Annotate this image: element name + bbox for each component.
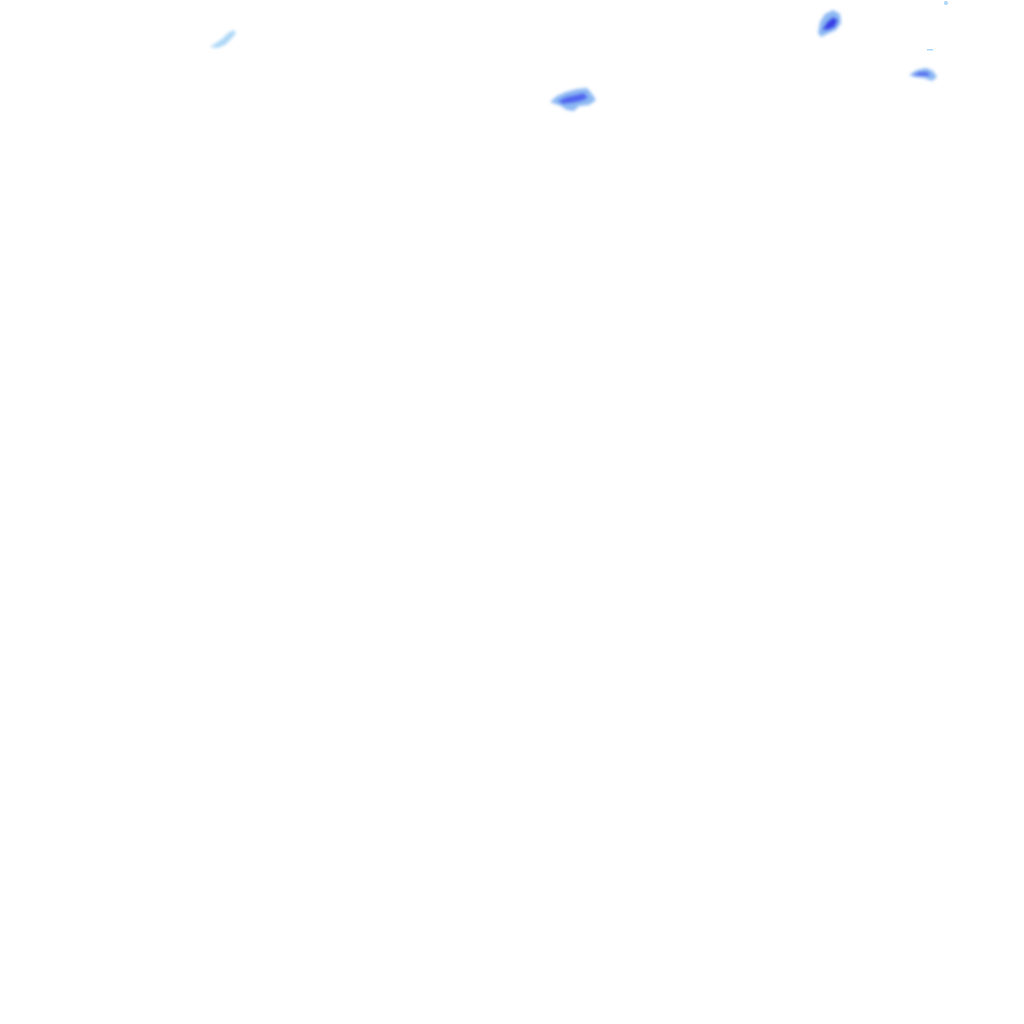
radar-echo-speck	[927, 49, 933, 51]
radar-echo-cell	[550, 88, 596, 111]
radar-echo-cell	[818, 10, 841, 37]
radar-echo-speck	[944, 1, 948, 5]
radar-echo-cell	[210, 30, 236, 48]
radar-echo-cell	[909, 68, 937, 81]
